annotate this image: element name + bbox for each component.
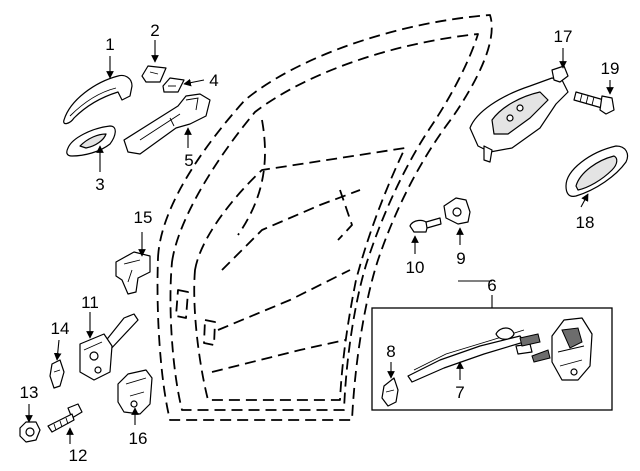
hex-nut xyxy=(19,421,41,443)
callout-14: 14 xyxy=(51,319,70,338)
door-outline xyxy=(156,14,493,421)
callout-17: 17 xyxy=(554,27,573,46)
door-striker xyxy=(443,197,471,225)
callout-10: 10 xyxy=(406,258,425,277)
callout-numbers: 1 2 3 4 5 6 7 8 9 10 11 12 13 14 15 16 1… xyxy=(20,21,620,465)
callout-7: 7 xyxy=(455,383,464,402)
handle-insert xyxy=(162,77,185,93)
check-clip xyxy=(49,359,65,389)
callout-5: 5 xyxy=(184,151,193,170)
callout-6: 6 xyxy=(487,276,496,295)
lock-rods xyxy=(407,327,551,383)
handle-bracket xyxy=(123,93,211,155)
callout-3: 3 xyxy=(95,175,104,194)
callout-12: 12 xyxy=(69,446,88,465)
callout-4: 4 xyxy=(209,71,218,90)
striker-bracket xyxy=(115,251,151,295)
callout-15: 15 xyxy=(134,208,153,227)
handle-bezel xyxy=(565,145,629,197)
callout-1: 1 xyxy=(105,35,114,54)
handle-gasket xyxy=(66,125,116,157)
callout-16: 16 xyxy=(129,429,148,448)
door-check xyxy=(79,313,139,381)
callout-13: 13 xyxy=(20,383,39,402)
lock-actuator xyxy=(551,317,593,381)
callout-2: 2 xyxy=(150,21,159,40)
callout-19: 19 xyxy=(601,59,620,78)
handle-cap xyxy=(141,65,167,83)
outside-handle xyxy=(63,74,133,125)
callout-11: 11 xyxy=(81,293,99,312)
inside-handle xyxy=(469,65,569,163)
striker-screw xyxy=(409,217,442,233)
callout-18: 18 xyxy=(576,213,595,232)
door-hinge xyxy=(117,369,153,415)
trim-screw xyxy=(573,91,615,115)
leader-lines xyxy=(25,40,614,444)
callout-9: 9 xyxy=(456,249,465,268)
lock-assembly-box xyxy=(371,307,613,411)
callout-8: 8 xyxy=(386,342,395,361)
hinge-bolt xyxy=(47,403,83,433)
